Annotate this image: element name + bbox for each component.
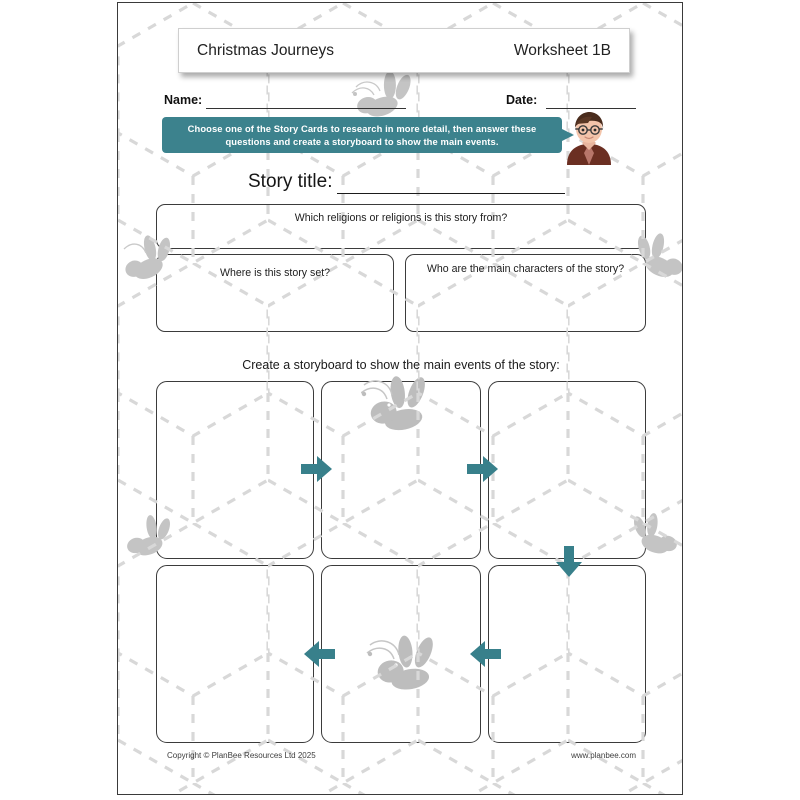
instruction-text: Choose one of the Story Cards to researc… (187, 123, 537, 147)
storyboard-panel-4[interactable] (156, 565, 314, 743)
storyboard-panel-2[interactable] (321, 381, 481, 559)
storyboard-panel-1[interactable] (156, 381, 314, 559)
question-label-1: Which religions or religions is this sto… (294, 212, 508, 224)
date-label: Date: (506, 93, 538, 107)
storyboard-panel-5[interactable] (321, 565, 481, 743)
arrow-left-icon-1 (470, 641, 501, 667)
question-label-3: Who are the main characters of the story… (426, 263, 625, 275)
storyboard-panel-3[interactable] (488, 381, 646, 559)
worksheet-page: Christmas Journeys Worksheet 1B Name: Da… (117, 2, 683, 795)
question-label-2: Where is this story set? (219, 267, 331, 279)
arrow-left-icon-2 (304, 641, 335, 667)
instruction-speech-bubble: Choose one of the Story Cards to researc… (162, 117, 562, 153)
page-title: Christmas Journeys (197, 41, 334, 59)
name-label: Name: (164, 93, 203, 107)
arrow-right-icon-1 (301, 456, 332, 482)
website-link[interactable]: www.planbee.com (571, 751, 636, 760)
story-title-label: Story title: (248, 171, 333, 192)
worksheet-number: Worksheet 1B (513, 41, 611, 59)
storyboard-heading: Create a storyboard to show the main eve… (242, 358, 560, 372)
name-input[interactable] (206, 108, 406, 109)
storyboard-panel-6[interactable] (488, 565, 646, 743)
story-title-input[interactable] (337, 193, 565, 194)
copyright-text: Copyright © PlanBee Resources Ltd 2025 (167, 751, 316, 760)
arrow-down-icon (556, 546, 582, 577)
arrow-right-icon-2 (467, 456, 498, 482)
worksheet-title-bar: Christmas Journeys Worksheet 1B (178, 28, 630, 73)
avatar (567, 112, 611, 165)
